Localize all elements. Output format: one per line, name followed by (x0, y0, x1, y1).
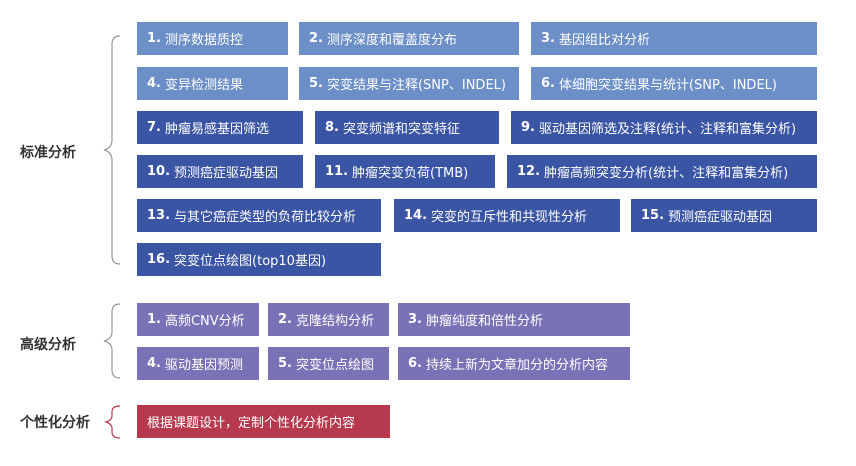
box-number: 3. (408, 312, 422, 327)
box-number: 4. (147, 76, 161, 91)
box-text: 肿瘤易感基因筛选 (164, 122, 269, 137)
box-text: 测序数据质控 (164, 33, 243, 48)
box-text: 突变位点绘图(top10基因) (174, 254, 327, 269)
analysis-box-standard-12: 12.肿瘤高频突变分析(统计、注释和富集分析) (507, 155, 817, 188)
box-text: 基因组比对分析 (558, 33, 650, 48)
box-number: 2. (309, 31, 323, 46)
box-number: 10. (147, 164, 171, 179)
box-number: 14. (404, 208, 428, 223)
analysis-box-standard-10: 10.预测癌症驱动基因 (137, 155, 303, 188)
analysis-box-standard-3: 3.基因组比对分析 (531, 22, 817, 55)
box-number: 8. (325, 120, 339, 135)
brace-standard (103, 35, 121, 265)
box-text: 驱动基因预测 (164, 358, 243, 373)
analysis-box-standard-4: 4.变异检测结果 (137, 67, 288, 100)
box-text: 突变结果与注释(SNP、INDEL) (326, 78, 506, 93)
box-number: 1. (147, 31, 161, 46)
box-number: 3. (541, 31, 555, 46)
box-number: 16. (147, 252, 171, 267)
box-number: 13. (147, 208, 171, 223)
analysis-box-standard-1: 1.测序数据质控 (137, 22, 288, 55)
box-text: 与其它癌症类型的负荷比较分析 (174, 210, 357, 225)
analysis-box-standard-15: 15.预测癌症驱动基因 (631, 199, 817, 232)
box-number: 4. (147, 356, 161, 371)
box-number: 15. (641, 208, 665, 223)
box-text: 突变位点绘图 (295, 358, 374, 373)
box-text: 肿瘤高频突变分析(统计、注释和富集分析) (544, 166, 789, 181)
box-text: 持续上新为文章加分的分析内容 (425, 358, 608, 373)
analysis-box-standard-2: 2.测序深度和覆盖度分布 (299, 22, 519, 55)
box-number: 12. (517, 164, 541, 179)
analysis-box-advanced-2: 2.克隆结构分析 (268, 303, 389, 336)
box-number: 7. (147, 120, 161, 135)
box-number: 5. (309, 76, 323, 91)
analysis-box-standard-8: 8.突变频谱和突变特征 (315, 111, 499, 144)
box-text: 根据课题设计，定制个性化分析内容 (147, 416, 356, 431)
analysis-box-advanced-1: 1.高频CNV分析 (137, 303, 259, 336)
analysis-box-standard-9: 9.驱动基因筛选及注释(统计、注释和富集分析) (511, 111, 817, 144)
section-label-custom: 个性化分析 (20, 415, 90, 431)
analysis-box-advanced-5: 5.突变位点绘图 (268, 347, 389, 380)
analysis-box-standard-16: 16.突变位点绘图(top10基因) (137, 243, 381, 276)
box-number: 6. (541, 76, 555, 91)
box-text: 肿瘤纯度和倍性分析 (425, 314, 543, 329)
analysis-box-standard-5: 5.突变结果与注释(SNP、INDEL) (299, 67, 519, 100)
box-text: 测序深度和覆盖度分布 (326, 33, 457, 48)
box-text: 变异检测结果 (164, 78, 243, 93)
box-text: 突变的互斥性和共现性分析 (431, 210, 588, 225)
box-number: 9. (521, 120, 535, 135)
box-text: 体细胞突变结果与统计(SNP、INDEL) (558, 78, 777, 93)
section-label-standard: 标准分析 (20, 145, 76, 161)
analysis-box-standard-6: 6.体细胞突变结果与统计(SNP、INDEL) (531, 67, 817, 100)
box-text: 高频CNV分析 (164, 314, 245, 329)
analysis-box-standard-7: 7.肿瘤易感基因筛选 (137, 111, 303, 144)
analysis-box-standard-11: 11.肿瘤突变负荷(TMB) (315, 155, 495, 188)
box-text: 驱动基因筛选及注释(统计、注释和富集分析) (538, 122, 797, 137)
section-label-advanced: 高级分析 (20, 337, 76, 353)
box-text: 预测癌症驱动基因 (174, 166, 279, 181)
box-number: 1. (147, 312, 161, 327)
box-number: 11. (325, 164, 349, 179)
analysis-box-advanced-6: 6.持续上新为文章加分的分析内容 (398, 347, 630, 380)
analysis-box-custom-1: 根据课题设计，定制个性化分析内容 (137, 405, 390, 438)
box-text: 突变频谱和突变特征 (342, 122, 460, 137)
box-text: 预测癌症驱动基因 (668, 210, 773, 225)
box-text: 肿瘤突变负荷(TMB) (352, 166, 469, 181)
box-number: 5. (278, 356, 292, 371)
brace-custom (104, 405, 121, 439)
analysis-box-advanced-3: 3.肿瘤纯度和倍性分析 (398, 303, 630, 336)
analysis-box-standard-13: 13.与其它癌症类型的负荷比较分析 (137, 199, 381, 232)
box-text: 克隆结构分析 (295, 314, 374, 329)
box-number: 2. (278, 312, 292, 327)
box-number: 6. (408, 356, 422, 371)
analysis-box-advanced-4: 4.驱动基因预测 (137, 347, 259, 380)
analysis-box-standard-14: 14.突变的互斥性和共现性分析 (394, 199, 620, 232)
brace-advanced (103, 303, 121, 379)
